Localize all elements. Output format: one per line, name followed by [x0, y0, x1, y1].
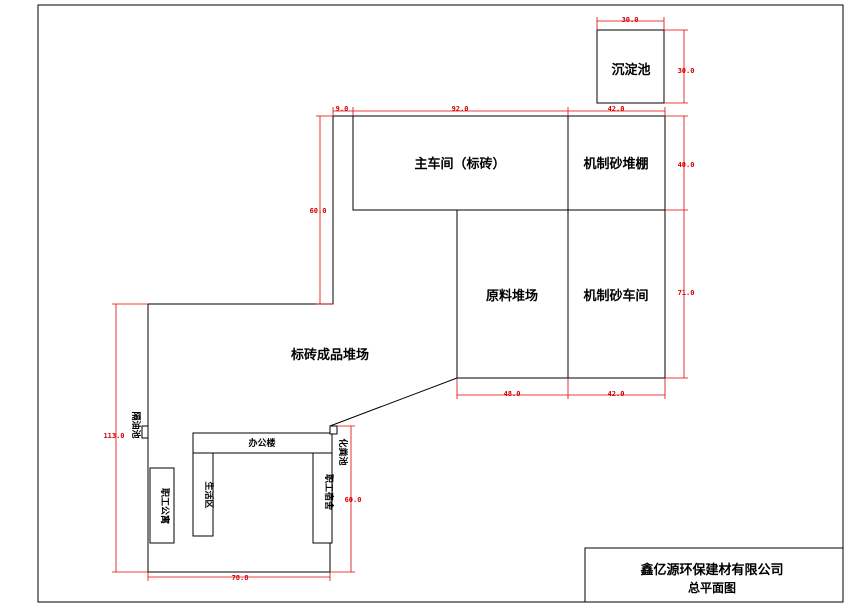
sediment-pool-block — [596, 29, 665, 104]
raw-material-yard-block — [456, 209, 569, 379]
dim-shed-height: 40.0 — [678, 161, 695, 169]
label-staff-apartment: 职工公寓 — [159, 488, 171, 524]
label-main-workshop: 主车间（标砖） — [414, 156, 505, 172]
sand-workshop-block — [567, 209, 666, 379]
dim-gap: 9.0 — [336, 105, 349, 113]
grease-trap-block — [141, 425, 149, 439]
label-office-building: 办公楼 — [248, 437, 275, 449]
dim-site-height: 113.0 — [103, 432, 124, 440]
dim-right-height: 71.0 — [678, 289, 695, 297]
label-grease-trap: 隔油池 — [130, 411, 142, 438]
label-living-area: 生活区 — [203, 481, 215, 508]
dim-shed-width: 42.0 — [608, 105, 625, 113]
dim-office-side: 60.0 — [345, 496, 362, 504]
office-building-block — [192, 432, 333, 454]
dim-pool-width: 30.0 — [622, 16, 639, 24]
staff-apartment-block — [149, 467, 175, 544]
dim-bottom-right-width: 42.0 — [608, 390, 625, 398]
drawing-frame — [37, 4, 844, 603]
label-finished-yard: 标砖成品堆场 — [290, 347, 369, 363]
label-sand-shed: 机制砂堆棚 — [583, 156, 648, 172]
sand-shed-block — [567, 115, 666, 211]
main-workshop-block — [352, 115, 569, 211]
office-left-wing — [192, 452, 214, 537]
septic-tank-block — [329, 425, 338, 435]
dim-main-width: 92.0 — [452, 105, 469, 113]
label-septic-tank: 化粪池 — [337, 438, 349, 465]
title-drawing: 总平面图 — [688, 580, 736, 595]
title-block — [584, 547, 844, 603]
title-company: 鑫亿源环保建材有限公司 — [639, 562, 783, 578]
label-raw-material-yard: 原料堆场 — [486, 288, 538, 304]
dimension-lines — [112, 17, 688, 581]
dim-site-width: 78.8 — [232, 574, 249, 582]
dim-raw-width: 48.0 — [504, 390, 521, 398]
label-sediment-pool: 沉淀池 — [611, 62, 650, 78]
label-staff-dormitory: 职工宿舍 — [323, 474, 335, 511]
staff-dormitory-block — [312, 452, 333, 544]
dim-pool-height: 30.0 — [678, 67, 695, 75]
dim-left-height: 60.0 — [310, 207, 327, 215]
label-sand-workshop: 机制砂车间 — [583, 288, 648, 304]
